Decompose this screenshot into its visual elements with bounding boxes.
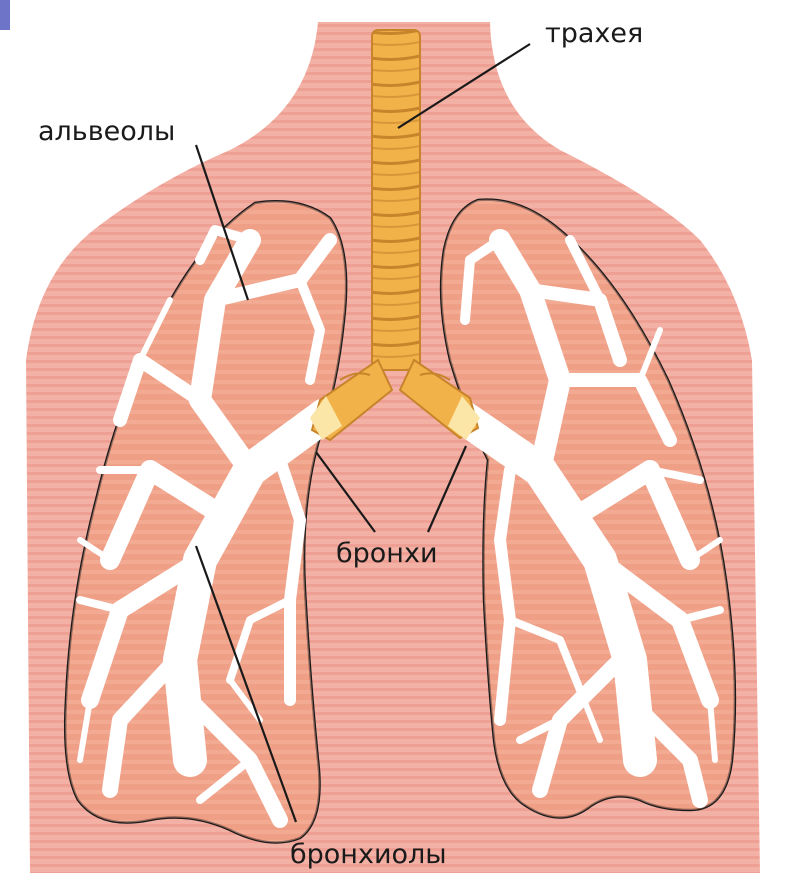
label-bronchioles: бронхиолы bbox=[290, 839, 447, 870]
label-alveoli: альвеолы bbox=[38, 116, 175, 147]
label-bronchi: бронхи bbox=[336, 538, 438, 569]
label-trachea: трахея bbox=[545, 18, 643, 49]
corner-marker-icon bbox=[0, 0, 10, 30]
